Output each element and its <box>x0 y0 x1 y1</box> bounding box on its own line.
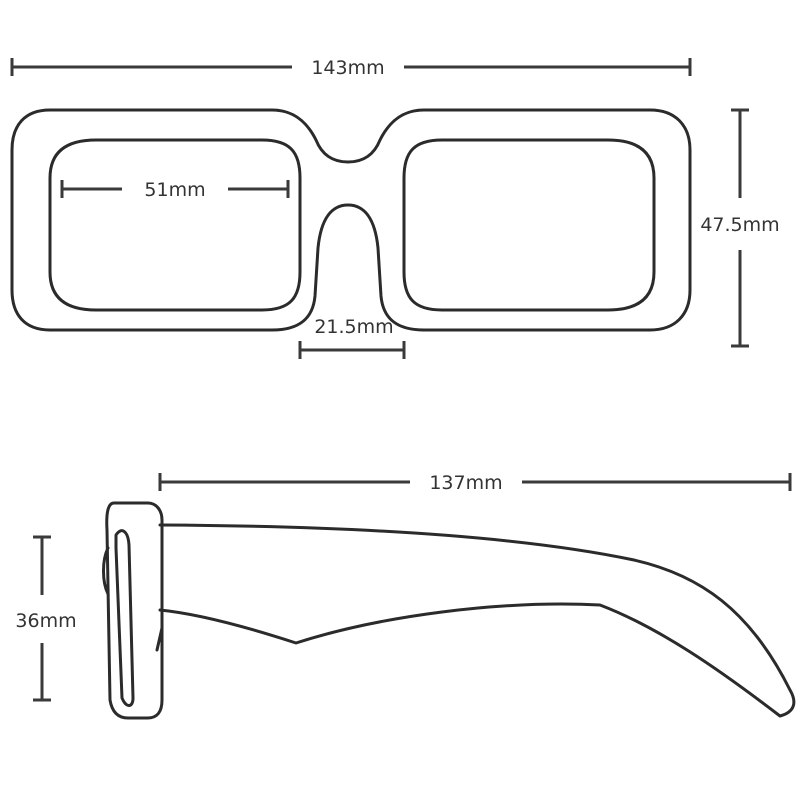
hinge-line <box>155 626 164 652</box>
temple-length-dimension: 137mm <box>158 472 792 494</box>
left-lens <box>48 138 302 312</box>
temple-length-label: 137mm <box>429 472 502 494</box>
nose-pad <box>102 546 110 596</box>
lens-width-label: 51mm <box>144 179 205 201</box>
bridge-label: 21.5mm <box>314 316 393 338</box>
frame-outline <box>10 108 692 332</box>
total-width-label: 143mm <box>311 57 384 79</box>
lens-height-label: 47.5mm <box>700 214 779 236</box>
frame-profile <box>105 501 164 720</box>
lens-profile <box>114 529 135 707</box>
bridge-dimension: 21.5mm <box>298 316 406 359</box>
lens-height-dimension: 47.5mm <box>700 108 780 348</box>
total-width-dimension: 143mm <box>10 57 692 79</box>
lens-width-dimension: 51mm <box>60 179 290 201</box>
front-view <box>10 108 692 332</box>
right-lens <box>402 138 656 312</box>
side-view <box>102 501 796 720</box>
temple-arm <box>158 523 796 718</box>
frame-depth-label: 36mm <box>15 610 76 632</box>
frame-depth-dimension: 36mm <box>15 535 77 702</box>
